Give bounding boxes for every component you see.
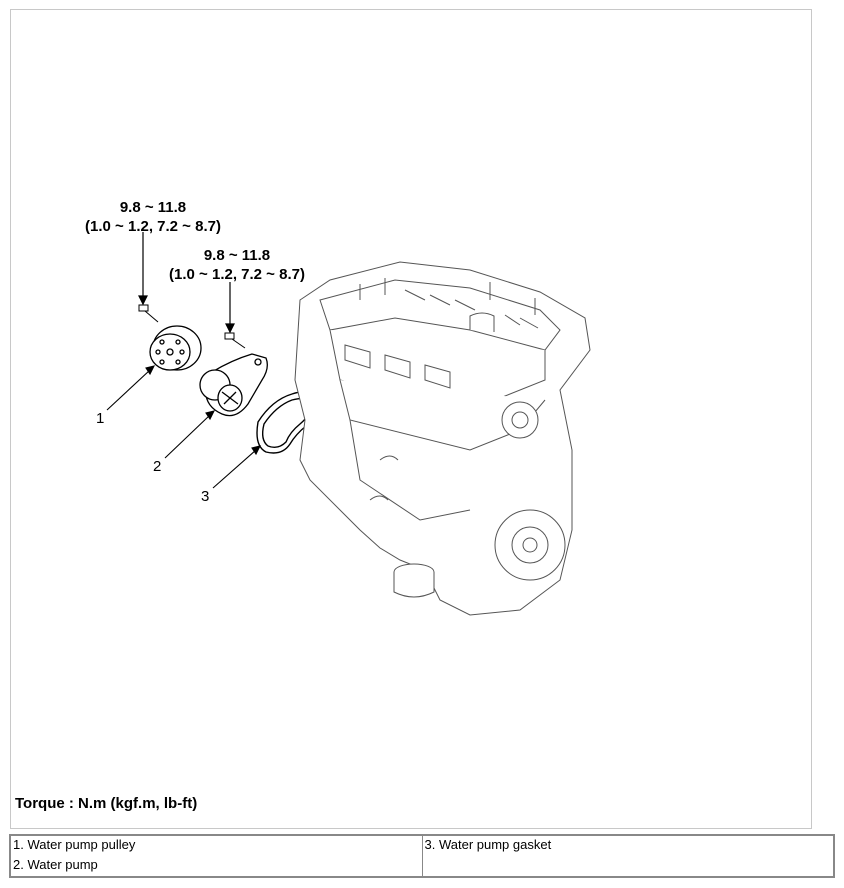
part-number-1: 1 [96, 410, 105, 427]
leader-line-1 [106, 369, 151, 411]
figure-frame [10, 9, 812, 829]
part-number-2: 2 [153, 458, 162, 475]
torque-callout-2-detail: (1.0 ~ 1.2, 7.2 ~ 8.7) [169, 266, 305, 283]
engine-block [294, 261, 591, 616]
torque-callout-1-detail: (1.0 ~ 1.2, 7.2 ~ 8.7) [85, 218, 221, 235]
torque-arrow-2 [225, 282, 235, 334]
water-pump [199, 353, 268, 417]
legend-cell: 1. Water pump pulley [9, 834, 423, 856]
legend-row: 2. Water pump [9, 856, 835, 878]
leader-line-3 [212, 449, 257, 489]
torque-arrow-1 [138, 232, 148, 306]
bolt-2 [224, 332, 246, 349]
torque-callout-2: 9.8 ~ 11.8 (1.0 ~ 1.2, 7.2 ~ 8.7) [164, 246, 310, 284]
leader-line-2 [164, 414, 211, 459]
part-number-3: 3 [201, 488, 210, 505]
bolt-1 [138, 304, 159, 323]
torque-unit-label: Torque : N.m (kgf.m, lb-ft) [15, 795, 198, 812]
torque-callout-2-value: 9.8 ~ 11.8 [203, 247, 271, 264]
legend-cell: 3. Water pump gasket [421, 834, 835, 856]
legend-cell [421, 856, 835, 878]
legend-row: 1. Water pump pulley 3. Water pump gaske… [9, 834, 835, 856]
parts-legend-table: 1. Water pump pulley 3. Water pump gaske… [9, 834, 835, 878]
legend-cell: 2. Water pump [9, 856, 423, 878]
torque-callout-1: 9.8 ~ 11.8 (1.0 ~ 1.2, 7.2 ~ 8.7) [80, 198, 226, 236]
torque-callout-1-value: 9.8 ~ 11.8 [119, 199, 187, 216]
water-pump-pulley [149, 325, 202, 371]
